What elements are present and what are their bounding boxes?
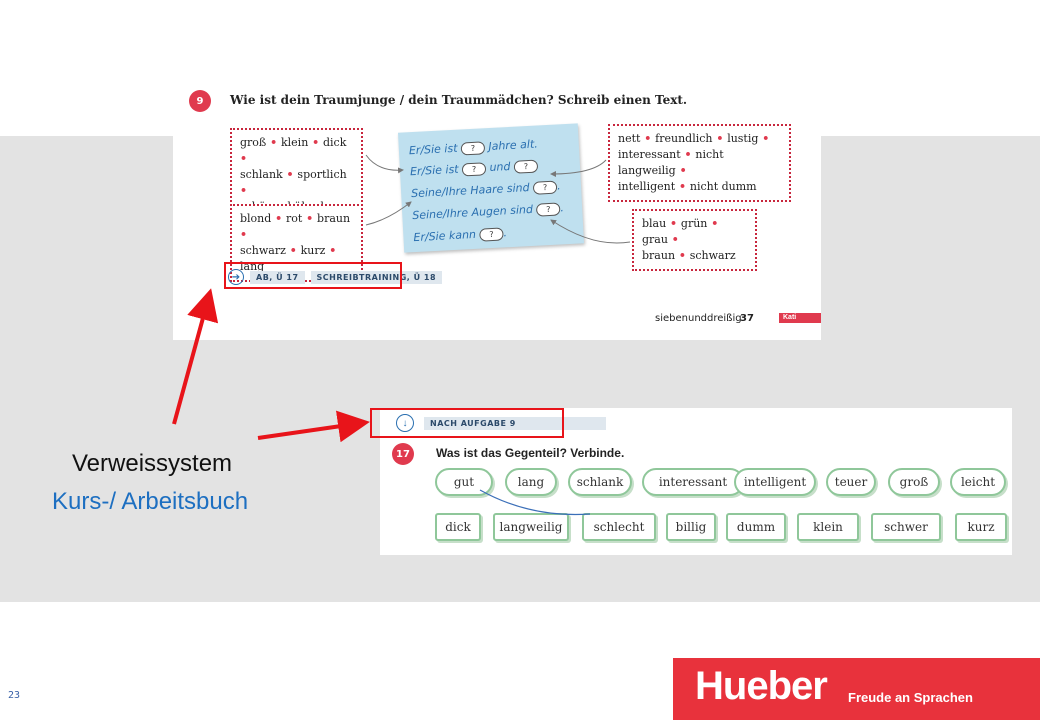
adjective-word: schwarz [689,249,736,262]
highlight-box-bottom [370,408,564,438]
bullet-separator: • [285,244,301,257]
exercise-number-badge: 9 [189,90,211,112]
adjective-word: lustig [727,132,759,145]
adjective-word: dick [322,136,347,149]
word-card-lang: lang [505,468,557,496]
highlight-box-top [224,262,402,289]
brand-logo: Hueber [695,664,828,708]
bullet-separator: • [308,136,323,149]
arrow-down-icon: ↓ [396,414,414,432]
bullet-separator: • [675,180,690,193]
bullet-separator: • [675,249,690,262]
bullet-separator: • [282,168,298,181]
adjective-word: schwarz [240,244,286,257]
bullet-separator: • [667,233,679,246]
exercise-title: Was ist das Gegenteil? Verbinde. [436,446,625,460]
word-card-dick: dick [435,513,481,541]
adjective-word: groß [240,136,267,149]
bullet-separator: • [240,184,248,197]
bullet-separator: • [680,148,696,161]
caption-books: Kurs-/ Arbeitsbuch [52,488,249,515]
arrow-right-icon: ➔ [228,269,244,285]
word-card-dumm: dumm [726,513,786,541]
adjective-word: nicht dumm [689,180,757,193]
bullet-separator: • [707,217,719,230]
word-card-intelligent: intelligent [734,468,816,496]
exercise-title: Wie ist dein Traumjunge / dein Traummädc… [230,93,688,107]
chapter-tab: Kati [779,313,821,323]
adjective-word: interessant [618,148,681,161]
connecting-line [479,489,591,516]
exercise-number-badge: 17 [392,443,414,465]
adjective-box-colors: blau • grün • grau • braun • schwarz [632,209,757,271]
word-card-kurz: kurz [955,513,1007,541]
adjective-word: klein [280,136,309,149]
slide-number: 23 [8,690,21,701]
bullet-separator: • [271,212,287,225]
adjective-word: blond [240,212,272,225]
word-card-leicht: leicht [950,468,1006,496]
word-card-groß: groß [888,468,940,496]
word-card-schlecht: schlecht [582,513,656,541]
adjective-word: nett [618,132,641,145]
brand-banner: Hueber Freude an Sprachen [673,658,1040,720]
adjective-word: intelligent [618,180,676,193]
word-card-teuer: teuer [826,468,876,496]
word-card-schwer: schwer [871,513,941,541]
ref-tag-schreibtraining: SCHREIBTRAINING, Ü 18 [310,270,443,284]
adjective-word: blau [642,217,667,230]
bullet-separator: • [640,132,656,145]
adjective-word: grün [680,217,708,230]
bullet-separator: • [666,217,681,230]
adjective-word: kurz [300,244,326,257]
reference-bar-bottom: ↓ NACH AUFGABE 9 [396,414,606,432]
bullet-separator: • [266,136,281,149]
word-card-schlank: schlank [568,468,632,496]
ref-tag-ab: AB, Ü 17 [250,270,305,284]
adjective-word: braun [642,249,676,262]
brand-tagline: Freude an Sprachen [848,690,973,705]
adjective-word: schlank [240,168,283,181]
word-card-billig: billig [666,513,716,541]
bullet-separator: • [675,164,687,177]
adjective-word: braun [317,212,351,225]
adjective-word: nicht langweilig [618,148,724,177]
ref-tag-nach-aufgabe: NACH AUFGABE 9 [424,416,606,430]
textbook-page-bottom: ↓ NACH AUFGABE 9 17 Was ist das Gegentei… [380,408,1012,555]
adjective-word: freundlich [655,132,713,145]
bullet-separator: • [325,244,337,257]
adjective-box-traits: nett • freundlich • lustig • interessant… [608,124,791,202]
bullet-separator: • [758,132,770,145]
page-number-word: siebenunddreißig [655,313,742,324]
bullet-separator: • [240,228,248,241]
adjective-word: grau [642,233,668,246]
textbook-page-top: 9 Wie ist dein Traumjunge / dein Traummä… [173,80,821,340]
word-card-langweilig: langweilig [493,513,569,541]
bullet-separator: • [712,132,728,145]
adjective-word: sportlich [297,168,347,181]
word-card-klein: klein [797,513,859,541]
adjective-word: rot [286,212,303,225]
bullet-separator: • [240,152,248,165]
connector-arrows [365,154,631,244]
caption-system: Verweissystem [72,450,233,477]
bullet-separator: • [302,212,318,225]
reference-bar-top: ➔ AB, Ü 17 SCHREIBTRAINING, Ü 18 [228,266,443,288]
page-number: 37 [740,313,754,324]
